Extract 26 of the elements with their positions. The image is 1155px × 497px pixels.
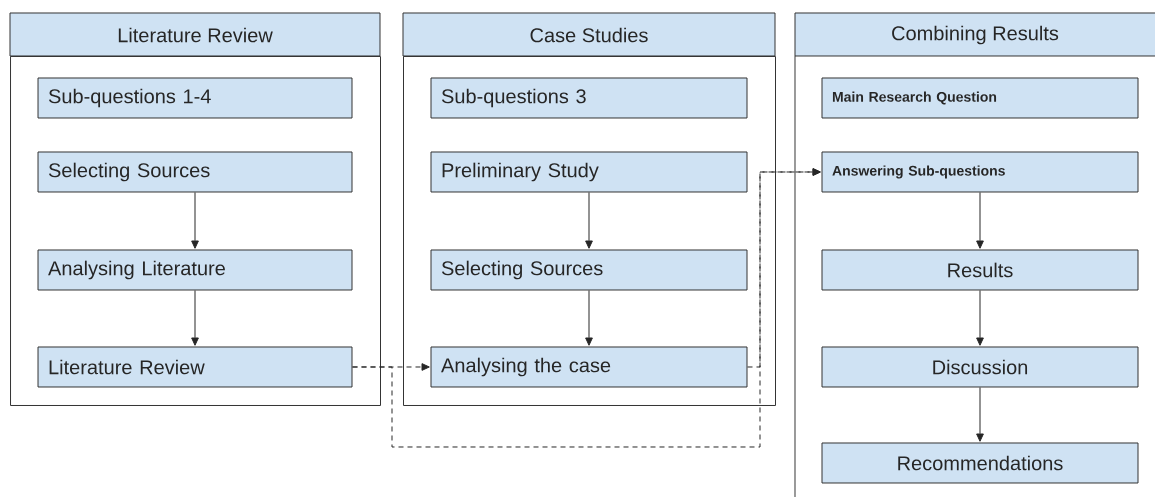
process-box: Literature Review	[37, 346, 353, 388]
process-box: Selecting Sources	[430, 249, 748, 291]
arrow	[191, 192, 199, 249]
process-box: Selecting Sources	[37, 151, 353, 193]
arrow	[585, 290, 593, 346]
process-box: Answering Sub-questions	[821, 151, 1139, 193]
column-header: Literature Review	[9, 12, 381, 57]
process-box: Sub-questions 1-4	[37, 77, 353, 119]
process-box: Recommendations	[821, 442, 1139, 484]
process-box: Main Research Question	[821, 77, 1139, 119]
arrow	[191, 290, 199, 346]
column-frame	[10, 56, 381, 406]
arrow	[976, 387, 984, 442]
process-box: Results	[821, 249, 1139, 291]
arrow	[585, 192, 593, 249]
process-box: Discussion	[821, 346, 1139, 388]
arrow	[747, 168, 821, 368]
process-box: Analysing Literature	[37, 249, 353, 291]
arrow	[976, 290, 984, 346]
column-header: Combining Results	[794, 12, 1155, 57]
process-box: Sub-questions 3	[430, 77, 748, 119]
column-header: Case Studies	[402, 12, 776, 57]
process-box: Analysing the case	[430, 346, 748, 388]
arrow	[976, 192, 984, 249]
process-box: Preliminary Study	[430, 151, 748, 193]
column-frame	[403, 56, 776, 406]
